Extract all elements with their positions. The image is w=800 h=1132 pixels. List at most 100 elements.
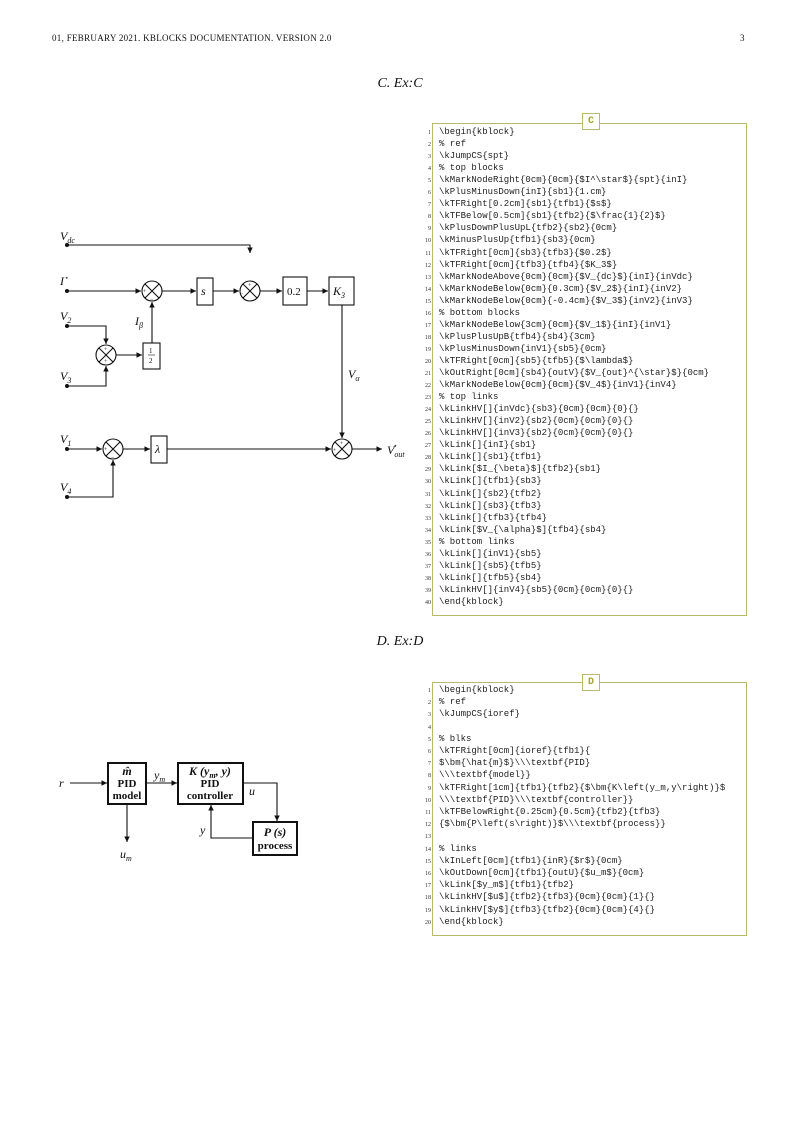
code-line: \kMarkNodeRight{0cm}{0cm}{$I^\star$}{spt… [439,175,688,186]
label-v1: V1 [60,432,71,448]
line-number: 3 [428,712,431,719]
block-lambda [150,435,168,464]
line-number: 15 [425,858,431,865]
line-number: 13 [425,834,431,841]
line-number: 5 [428,178,431,185]
line-number: 25 [425,419,431,426]
code-line: \kJumpCS{spt} [439,151,510,162]
label-u: u [249,784,255,798]
line-number: 26 [425,431,431,438]
code-line: \kTFRight[0cm]{tfb3}{tfb4}{$K_3$} [439,259,618,270]
code-line: \kLink[]{inI}{sb1} [439,440,537,451]
code-line: \kLink[]{sb2}{tfb2} [439,488,542,499]
line-number: 6 [428,190,431,197]
code-line: \kLinkHV[]{inV2}{sb2}{0cm}{0cm}{0}{} [439,416,634,427]
line-number: 14 [425,846,431,853]
half-denominator: 2 [149,357,153,365]
line-number: 4 [428,166,431,173]
line-number: 15 [425,298,431,305]
code-line: \kInLeft[0cm]{tfb1}{inR}{$r$}{0cm} [439,855,623,866]
line-number: 9 [428,226,431,233]
code-line: \kLink[]{inV1}{sb5} [439,548,542,559]
code-line: % links [439,843,477,854]
line-number: 8 [428,773,431,780]
line-number: 32 [425,503,431,510]
line-number: 29 [425,467,431,474]
label-v2: V2 [60,309,71,325]
code-line: \kTFRight[1cm]{tfb1}{tfb2}{$\bm{K\left(y… [439,782,726,793]
svg-text:+: + [104,359,108,365]
label-v3: V3 [60,369,71,385]
code-line: % ref [439,697,467,708]
listing-tab-c: C [582,113,600,130]
line-number: 40 [425,599,431,606]
code-line: \begin{kblock} [439,685,515,695]
listing-tab-d: D [582,674,600,691]
half-numerator: 1 [149,347,153,355]
line-number: 20 [425,919,431,926]
input-dots [65,243,69,499]
code-line: \kLinkHV[$u$]{tfb2}{tfb3}{0cm}{0cm}{1}{} [439,892,656,903]
code-line: \kLink[$I_{\beta}$]{tfb2}{sb1} [439,464,602,475]
svg-text:+: + [248,283,252,289]
code-line: \kTFRight[0cm]{ioref}{tfb1}{ [439,746,591,756]
code-line: \kLink[]{tfb1}{sb3} [439,476,542,487]
code-line: \kJumpCS{ioref} [439,709,521,720]
code-line: \begin{kblock} [439,127,515,137]
code-line: % top blocks [439,163,504,174]
process-symbol: P (s) [264,825,287,839]
line-number: 39 [425,587,431,594]
line-number: 12 [425,822,431,829]
code-line: % bottom blocks [439,307,521,318]
block-s [196,277,214,306]
model-line2: model [113,790,142,802]
section-heading-d: D. Ex:D [376,634,424,649]
svg-text:−: − [150,297,154,303]
code-line: \kMinusPlusUp{tfb1}{sb3}{0cm} [439,235,596,246]
code-line: \end{kblock} [439,596,504,607]
line-number: 23 [425,395,431,402]
running-header: 01, FEBRUARY 2021. KBLOCKS DOCUMENTATION… [52,33,332,43]
line-number: 16 [425,310,431,317]
line-number: 6 [428,749,431,755]
code-line: % ref [439,139,467,150]
line-number: 2 [428,700,431,707]
code-line: \kPlusDownPlusUpL{tfb2}{sb2}{0cm} [439,223,618,234]
line-number: 28 [425,455,431,462]
block-pid-controller [177,762,244,805]
code-line: \end{kblock} [439,916,504,927]
line-number: 5 [428,736,431,743]
code-line: \kTFRight[0cm]{sb5}{tfb5}{$\lambda$} [439,355,634,366]
line-number: 20 [425,358,431,365]
controller-line1: PID [201,778,220,790]
code-line: \kOutRight[0cm]{sb4}{outV}{$V_{out}^{\st… [439,368,710,378]
line-number: 34 [425,527,431,534]
label-r: r [59,776,64,790]
code-line: \kMarkNodeBelow{3cm}{0cm}{$V_1$}{inI}{in… [439,319,672,330]
controller-line2: controller [187,790,233,802]
line-number: 18 [425,334,431,341]
code-line: $\bm{\hat{m}$}\\\textbf{PID} [439,758,591,769]
code-line: {$\bm{P\left(s\right)}$\\\textbf{process… [439,819,666,830]
code-line: \kLink[]{sb5}{tfb5} [439,560,542,571]
line-number: 14 [425,286,431,293]
code-line: % blks [439,733,472,744]
code-line: \kTFBelow[0.5cm]{sb1}{tfb2}{$\frac{1}{2}… [439,211,666,222]
line-number: 7 [428,761,431,768]
code-line: % bottom links [439,536,515,547]
label-ibeta: Iβ [134,314,143,330]
code-line: \\\textbf{model}} [439,770,531,781]
block-half [142,342,161,370]
code-line: \kTFRight[0cm]{sb3}{tfb3}{$0.2$} [439,247,612,258]
line-number: 19 [425,346,431,353]
line-number: 37 [425,563,431,570]
block-k3 [328,276,355,306]
code-line: \kMarkNodeBelow{0cm}{-0.4cm}{$V_3$}{inV2… [439,295,693,306]
code-line: \kMarkNodeAbove{0cm}{0cm}{$V_{dc}$}{inI}… [439,271,693,282]
svg-text:+: + [104,447,108,453]
block-gain-label: 0.2 [287,286,301,298]
diagram-c [67,244,382,498]
line-number: 17 [425,322,431,329]
line-number: 22 [425,383,431,390]
